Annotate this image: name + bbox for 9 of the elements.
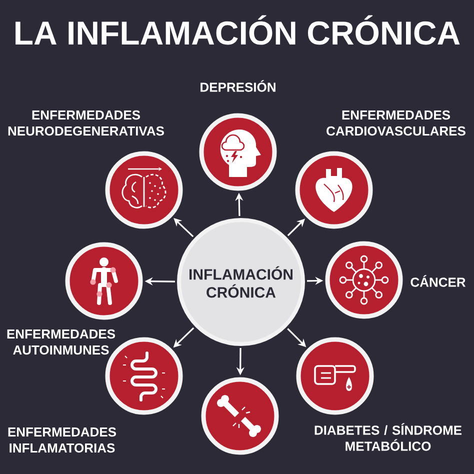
disease-label: DEPRESIÓN (200, 80, 276, 92)
disease-label: ENFERMEDADES INFLAMATORIAS (8, 427, 116, 453)
arrow (174, 218, 194, 238)
disease-label: ENFERMEDADES AUTOINMUNES (7, 329, 116, 355)
disease-label: DIABETES / SÍNDROME METABÓLICO (314, 423, 462, 451)
disease-label: ENFERMEDADES NEURODEGENERATIVAS (8, 110, 164, 136)
disease-label: CÁNCER (410, 275, 466, 287)
disease-label: ENFERMEDADES CARDIOVASCULARES (326, 110, 466, 136)
title: LA INFLAMACIÓN CRÓNICA (16, 15, 460, 45)
